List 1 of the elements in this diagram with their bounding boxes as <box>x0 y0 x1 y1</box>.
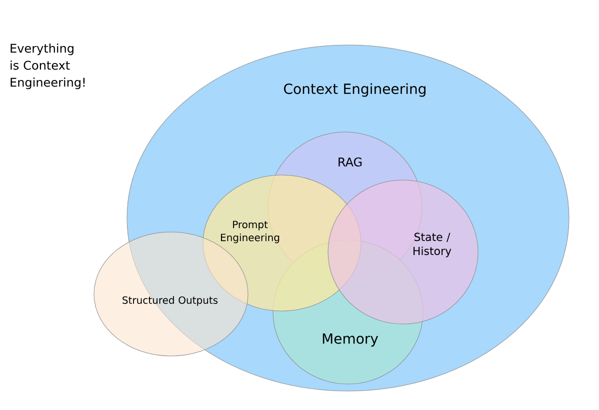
note-text: Everything is Context Engineering! <box>10 44 85 90</box>
